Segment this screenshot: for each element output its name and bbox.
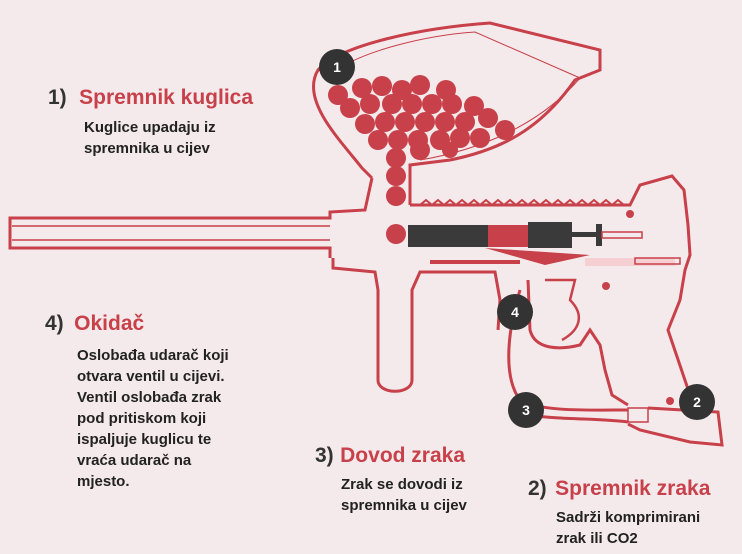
front-grip-outline [331,258,502,393]
air-tank [627,407,649,423]
body-line: ispaljuje kuglicu te [77,431,212,448]
badge-3: 3 [508,392,544,428]
callout-air-tank-heading: 2) Spremnik zraka [528,477,710,501]
callout-title: Spremnik kuglica [79,86,254,109]
trigger [545,278,581,342]
callout-trigger-body: Oslobađa udarač koji otvara ventil u cij… [77,345,229,492]
callout-number: 3) [315,444,334,467]
callout-hopper-heading: 1) Spremnik kuglica [48,86,253,110]
callout-title: Okidač [74,312,145,335]
hopper-outline [311,21,602,205]
body-line: otvara ventil u cijevi. [77,368,225,385]
callout-title: Dovod zraka [340,444,466,467]
body-line: vraća udarač na [77,452,192,469]
callout-number: 1) [48,86,67,109]
receiver-outline [8,174,692,396]
badge-4: 4 [497,294,533,330]
paintballs [328,75,515,244]
callout-title: Spremnik zraka [555,477,711,500]
body-line: Oslobađa udarač koji [77,347,229,364]
callout-hopper-body: Kuglice upadaju iz spremnika u cijev [84,117,216,159]
callout-air-tank-body: Sadrži komprimirani zrak ili CO2 [556,507,700,549]
badge-2: 2 [679,384,715,420]
trigger-guard [526,279,629,407]
callout-number: 4) [45,312,64,335]
callout-air-line-heading: 3) Dovod zraka [315,444,465,468]
callout-air-line-body: Zrak se dovodi iz spremnika u cijev [341,474,467,516]
badge-1: 1 [319,49,355,85]
body-line: Kuglice upadaju iz [84,119,216,136]
body-line: spremnika u cijev [341,497,467,514]
body-line: mjesto. [77,473,130,490]
body-line: Zrak se dovodi iz [341,476,463,493]
body-line: Ventil oslobađa zrak [77,389,222,406]
body-line: zrak ili CO2 [556,530,638,547]
body-line: Sadrži komprimirani [556,509,701,526]
body-line: spremnika u cijev [84,140,210,157]
body-line: pod pritiskom koji [77,410,207,427]
callout-number: 2) [528,477,547,500]
callout-trigger-heading: 4) Okidač [45,312,144,336]
